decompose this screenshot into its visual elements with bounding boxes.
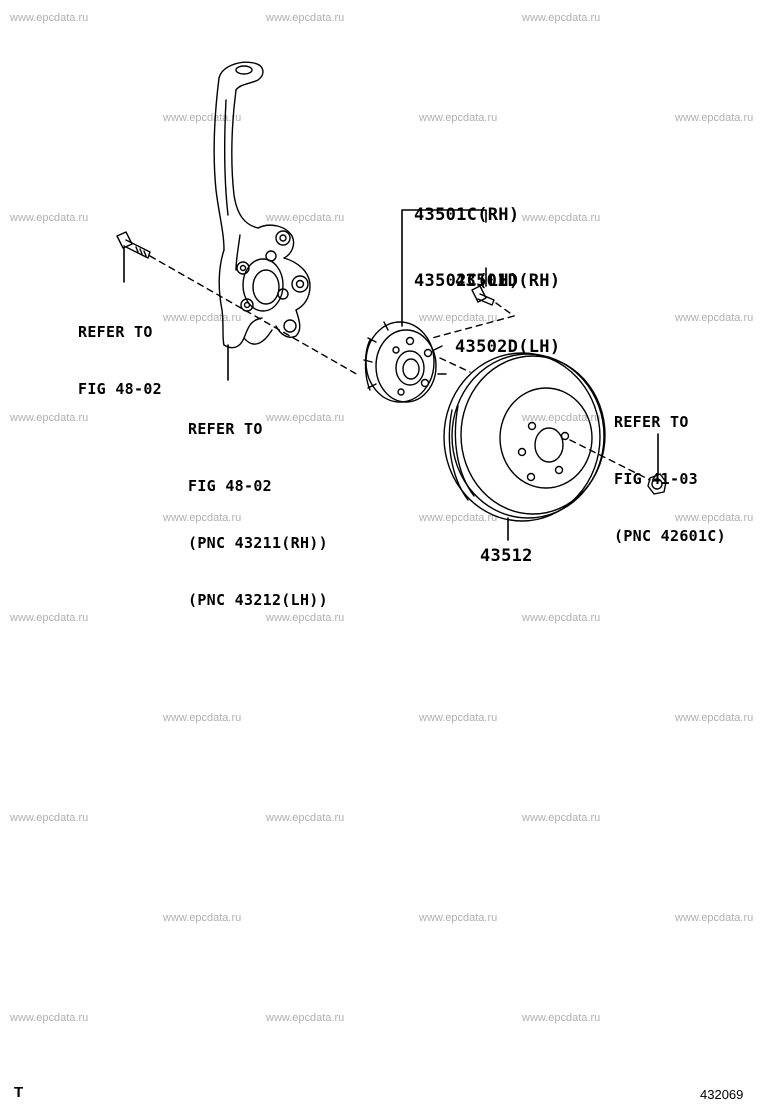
watermark-text: www.epcdata.ru bbox=[163, 112, 242, 124]
label-hub-bolt: 43501D(RH) 43502D(LH) bbox=[455, 271, 561, 357]
watermark-text: www.epcdata.ru bbox=[10, 812, 89, 824]
watermark-text: www.epcdata.ru bbox=[163, 712, 242, 724]
watermark-text: www.epcdata.ru bbox=[266, 412, 345, 424]
watermark-text: www.epcdata.ru bbox=[522, 412, 601, 424]
watermark-text: www.epcdata.ru bbox=[522, 212, 601, 224]
watermark-text: www.epcdata.ru bbox=[419, 712, 498, 724]
steering-knuckle bbox=[213, 61, 311, 349]
footer-left-code: T bbox=[14, 1084, 24, 1101]
watermark-text: www.epcdata.ru bbox=[266, 812, 345, 824]
watermark-text: www.epcdata.ru bbox=[163, 312, 242, 324]
nut-axis-dashed bbox=[569, 439, 651, 481]
watermark-text: www.epcdata.ru bbox=[266, 1012, 345, 1024]
watermark-text: www.epcdata.ru bbox=[266, 612, 345, 624]
watermark-text: www.epcdata.ru bbox=[522, 812, 601, 824]
hub-bracket-leader bbox=[401, 209, 487, 327]
watermark-text: www.epcdata.ru bbox=[522, 1012, 601, 1024]
knuckle-bolt bbox=[116, 231, 151, 259]
watermark-text: www.epcdata.ru bbox=[522, 612, 601, 624]
label-nut-reference: REFER TO FIG 41-03 (PNC 42601C) bbox=[614, 413, 726, 545]
wheel-nut bbox=[647, 473, 667, 495]
hub-bearing-assembly bbox=[363, 321, 447, 403]
watermark-text: www.epcdata.ru bbox=[419, 112, 498, 124]
watermark-text: www.epcdata.ru bbox=[675, 512, 754, 524]
label-hub-assembly: 43501C(RH) 43502C(LH) bbox=[414, 205, 520, 291]
watermark-text: www.epcdata.ru bbox=[163, 512, 242, 524]
watermark-text: www.epcdata.ru bbox=[10, 612, 89, 624]
brake-disc bbox=[443, 352, 606, 522]
watermark-text: www.epcdata.ru bbox=[419, 312, 498, 324]
watermark-text: www.epcdata.ru bbox=[419, 912, 498, 924]
watermark-text: www.epcdata.ru bbox=[10, 1012, 89, 1024]
bolt-axis-dashed bbox=[149, 255, 361, 377]
watermark-text: www.epcdata.ru bbox=[675, 112, 754, 124]
watermark-text: www.epcdata.ru bbox=[10, 412, 89, 424]
watermark-text: www.epcdata.ru bbox=[10, 212, 89, 224]
watermark-text: www.epcdata.ru bbox=[675, 312, 754, 324]
watermark-text: www.epcdata.ru bbox=[266, 212, 345, 224]
watermark-text: www.epcdata.ru bbox=[163, 912, 242, 924]
label-knuckle-reference: REFER TO FIG 48-02 (PNC 43211(RH)) (PNC … bbox=[188, 420, 328, 609]
watermark-text: www.epcdata.ru bbox=[675, 712, 754, 724]
watermark-text: www.epcdata.ru bbox=[419, 512, 498, 524]
label-bolt-reference: REFER TO FIG 48-02 bbox=[78, 323, 162, 398]
illustration-number: 432069 bbox=[700, 1087, 744, 1102]
watermark-text: www.epcdata.ru bbox=[10, 12, 89, 24]
watermark-text: www.epcdata.ru bbox=[522, 12, 601, 24]
watermark-text: www.epcdata.ru bbox=[266, 12, 345, 24]
hub-bolt bbox=[471, 285, 495, 306]
label-brake-disc: 43512 bbox=[480, 546, 533, 566]
watermark-text: www.epcdata.ru bbox=[675, 912, 754, 924]
